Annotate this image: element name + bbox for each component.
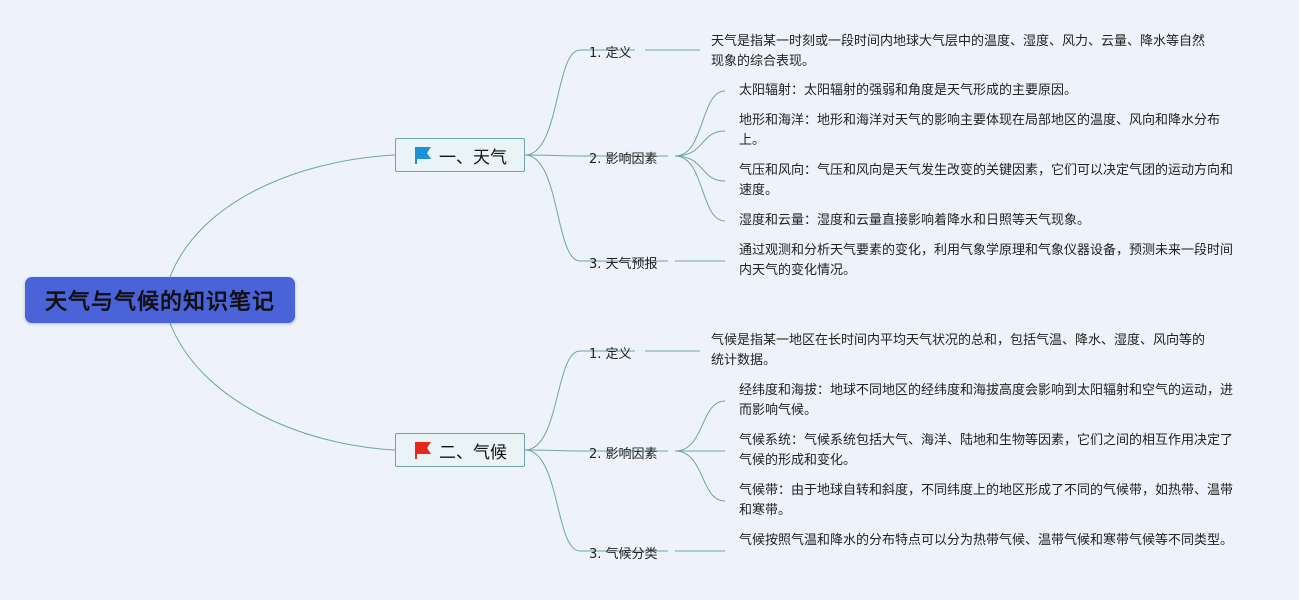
sub-influence-factors[interactable]: 2. 影响因素 <box>589 152 658 167</box>
leaf-humidity-cloud[interactable]: 湿度和云量：湿度和云量直接影响着降水和日照等天气现象。 <box>739 213 1091 228</box>
leaf-climate-zones[interactable]: 气候带：由于地球自转和斜度，不同纬度上的地区形成了不同的气候带，如热带、温带和寒… <box>739 483 1234 518</box>
sub-weather-forecast[interactable]: 3. 天气预报 <box>589 257 658 272</box>
root-topic[interactable]: 天气与气候的知识笔记 <box>25 277 295 323</box>
root-title: 天气与气候的知识笔记 <box>44 290 275 315</box>
sub-climate-classification[interactable]: 3. 气候分类 <box>589 547 658 562</box>
branch-label: 一、天气 <box>439 147 507 168</box>
leaf-climate-definition[interactable]: 气候是指某一地区在长时间内平均天气状况的总和，包括气温、降水、湿度、风向等的统计… <box>711 333 1206 368</box>
branch-label: 二、气候 <box>439 442 507 463</box>
leaf-terrain-ocean[interactable]: 地形和海洋：地形和海洋对天气的影响主要体现在局部地区的温度、风向和降水分布上。 <box>739 113 1221 148</box>
flag-icon <box>415 147 431 164</box>
leaf-pressure-wind[interactable]: 气压和风向：气压和风向是天气发生改变的关键因素，它们可以决定气团的运动方向和速度… <box>739 163 1234 198</box>
sub-definition[interactable]: 1. 定义 <box>589 46 632 61</box>
sub-definition[interactable]: 1. 定义 <box>589 347 632 362</box>
leaf-weather-definition[interactable]: 天气是指某一时刻或一段时间内地球大气层中的温度、湿度、风力、云量、降水等自然现象… <box>711 34 1206 69</box>
leaf-latitude-altitude[interactable]: 经纬度和海拔：地球不同地区的经纬度和海拔高度会影响到太阳辐射和空气的运动，进而影… <box>739 383 1234 418</box>
sub-influence-factors[interactable]: 2. 影响因素 <box>589 447 658 462</box>
leaf-solar-radiation[interactable]: 太阳辐射：太阳辐射的强弱和角度是天气形成的主要原因。 <box>739 83 1078 98</box>
branch-weather[interactable]: 一、天气 <box>395 138 525 172</box>
flag-icon <box>415 442 431 459</box>
leaf-forecast[interactable]: 通过观测和分析天气要素的变化，利用气象学原理和气象仪器设备，预测未来一段时间内天… <box>739 243 1234 278</box>
branch-climate[interactable]: 二、气候 <box>395 433 525 467</box>
leaf-classification[interactable]: 气候按照气温和降水的分布特点可以分为热带气候、温带气候和寒带气候等不同类型。 <box>739 533 1234 548</box>
leaf-climate-system[interactable]: 气候系统：气候系统包括大气、海洋、陆地和生物等因素，它们之间的相互作用决定了气候… <box>739 433 1234 468</box>
